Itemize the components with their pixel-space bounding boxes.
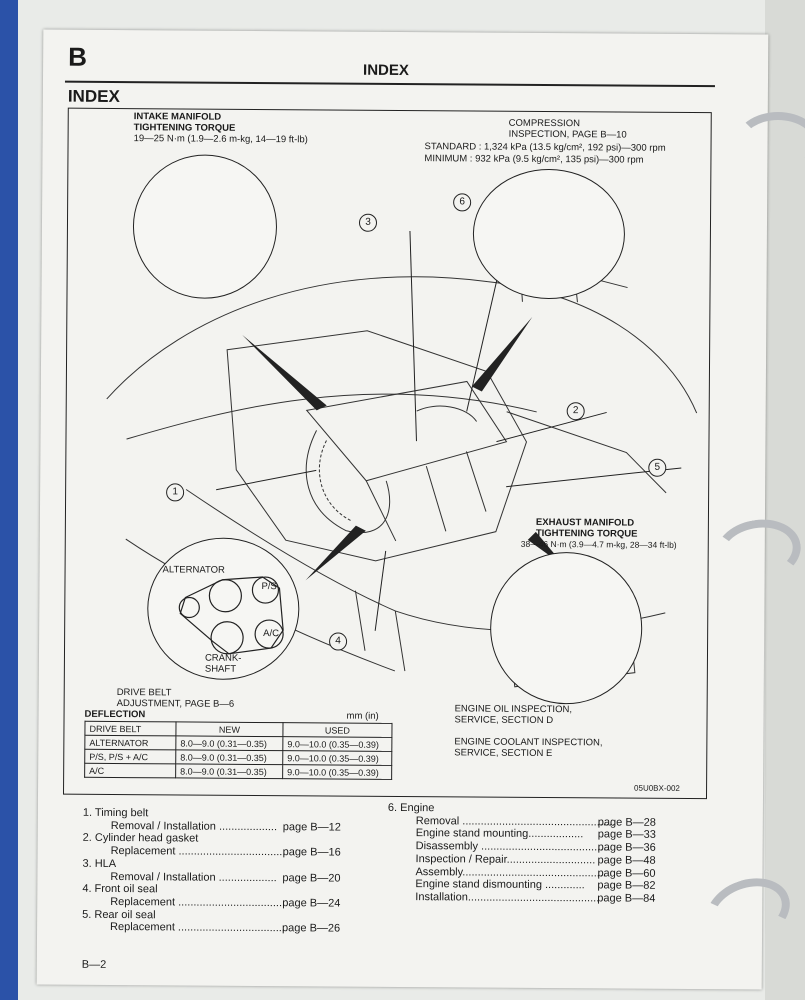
page-title: INDEX: [363, 61, 409, 80]
section-subtitle: INDEX: [67, 86, 120, 107]
exhaust-detail-circle: [489, 551, 643, 705]
engine-figure: INTAKE MANIFOLD TIGHTENING TORQUE 19—25 …: [63, 107, 712, 800]
exhaust-torque-value: 38—46 N·m (3.9—4.7 m-kg, 28—34 ft-lb): [520, 538, 677, 550]
item-page: page B—36: [597, 841, 656, 854]
item-page: page B—48: [597, 854, 656, 867]
item-page: page B—24: [282, 897, 341, 910]
label-crank-2: SHAFT: [204, 663, 237, 675]
callout-5: 5: [648, 458, 667, 477]
intake-title-1: INTAKE MANIFOLD: [133, 111, 222, 123]
deflection-table: DRIVE BELT NEW USED ALTERNATOR 8.0—9.0 (…: [84, 721, 393, 780]
table-cell: 8.0—9.0 (0.31—0.35): [175, 735, 283, 751]
compression-standard: STANDARD : 1,324 kPa (13.5 kg/cm², 192 p…: [424, 141, 666, 154]
page-number: B—2: [81, 958, 107, 971]
intake-detail-circle: [132, 154, 278, 300]
binder-ring-top: [735, 112, 805, 174]
manual-page: B INDEX INDEX: [36, 29, 769, 990]
table-cell: 8.0—9.0 (0.31—0.35): [175, 763, 283, 779]
table-header-cell: DRIVE BELT: [84, 721, 177, 736]
item-page: page B—33: [597, 828, 656, 842]
belt-routing-diagram: [178, 576, 284, 655]
label-ac: A/C: [263, 628, 280, 640]
drive-belt-title: DRIVE BELT: [116, 687, 172, 699]
exhaust-title-1: EXHAUST MANIFOLD: [535, 516, 635, 529]
table-cell: A/C: [84, 763, 176, 778]
callout-6: 6: [453, 193, 472, 212]
callout-3: 3: [358, 213, 378, 232]
deflection-unit: mm (in): [346, 710, 379, 722]
item-page: page B—84: [597, 892, 656, 905]
item-page: page B—60: [597, 866, 656, 880]
callout-4: 4: [329, 632, 348, 651]
table-cell: 9.0—10.0 (0.35—0.39): [282, 750, 392, 766]
compression-detail-circle: [472, 168, 626, 300]
label-alternator: ALTERNATOR: [162, 564, 225, 576]
header-rule: [64, 80, 715, 88]
table-cell: 9.0—10.0 (0.35—0.39): [282, 764, 392, 780]
item-page: page B—82: [597, 879, 656, 892]
item-label: Disassembly ............................…: [415, 840, 610, 854]
section-letter: B: [68, 41, 88, 72]
item-label: Replacement ............................…: [110, 921, 285, 935]
table-cell: ALTERNATOR: [84, 735, 176, 750]
oil-inspection-1: ENGINE OIL INSPECTION,: [454, 703, 573, 716]
item-label: Assembly................................…: [415, 865, 607, 879]
engine-illustration: [106, 189, 698, 688]
compression-minimum: MINIMUM : 932 kPa (9.5 kg/cm², 135 psi)—…: [424, 153, 644, 166]
index-list-left: 1. Timing belt Removal / Installation ..…: [82, 807, 393, 936]
table-cell: 8.0—9.0 (0.31—0.35): [175, 749, 283, 765]
item-label: Removal ................................…: [415, 814, 616, 829]
item-page: page B—20: [282, 871, 341, 885]
item-label: Inspection / Repair.....................…: [415, 852, 596, 867]
list-item: Replacement ............................…: [82, 921, 392, 936]
item-label: Replacement ............................…: [110, 895, 286, 910]
intake-title-2: TIGHTENING TORQUE: [133, 122, 236, 134]
callout-1: 1: [166, 483, 185, 502]
item-label: Engine stand dismounting .............: [415, 878, 585, 892]
label-ps: P/S: [261, 581, 277, 593]
table-cell: 9.0—10.0 (0.35—0.39): [282, 736, 392, 752]
callout-2: 2: [566, 402, 585, 421]
intake-torque-value: 19—25 N·m (1.9—2.6 m-kg, 14—19 ft-lb): [133, 133, 308, 146]
item-page: page B—26: [282, 922, 341, 935]
item-label: Engine stand mounting..................: [415, 827, 584, 841]
table-cell: P/S, P/S + A/C: [84, 749, 176, 764]
exhaust-title-2: TIGHTENING TORQUE: [535, 527, 638, 540]
item-page: page B—28: [597, 816, 656, 829]
table-row: A/C 8.0—9.0 (0.31—0.35) 9.0—10.0 (0.35—0…: [84, 763, 392, 780]
item-page: page B—12: [282, 820, 341, 834]
item-page: page B—16: [282, 846, 341, 859]
index-list-right: 6. Engine Removal ......................…: [387, 802, 688, 906]
list-item: Installation............................…: [387, 891, 687, 906]
figure-code: 05U0BX-002: [634, 783, 680, 793]
table-header-cell: NEW: [175, 721, 284, 737]
drive-belt-page: ADJUSTMENT, PAGE B—6: [116, 698, 235, 710]
deflection-title: DEFLECTION: [84, 708, 146, 721]
item-label: Removal / Installation .................…: [110, 870, 277, 884]
coolant-inspection-2: SERVICE, SECTION E: [454, 747, 553, 760]
table-header-cell: USED: [282, 722, 393, 738]
oil-inspection-2: SERVICE, SECTION D: [454, 714, 554, 727]
compression-title-2: INSPECTION, PAGE B—10: [508, 128, 627, 141]
label-crank-1: CRANK-: [204, 652, 242, 664]
item-label: Removal / Installation .................…: [110, 819, 278, 833]
compression-title-1: COMPRESSION: [508, 117, 581, 130]
item-label: Replacement ............................…: [110, 845, 286, 859]
item-label: Installation............................…: [415, 891, 600, 905]
